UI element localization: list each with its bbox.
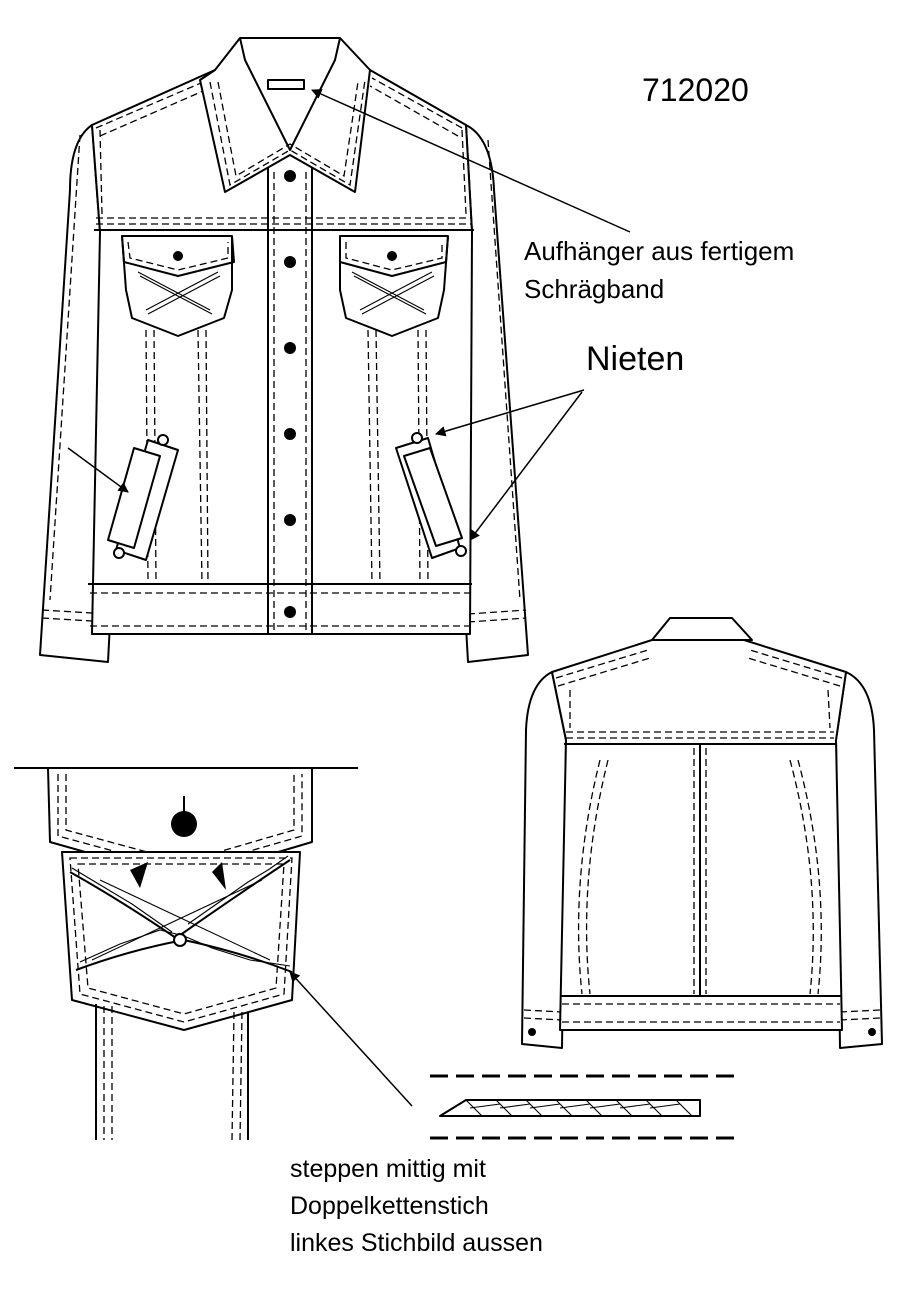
front-right-chest-pocket bbox=[339, 235, 449, 337]
double-chain-stitch-diagram bbox=[430, 1074, 736, 1140]
style-number: 712020 bbox=[642, 72, 749, 108]
back-view-jacket bbox=[521, 617, 883, 1049]
back-right-sleeve bbox=[835, 671, 883, 1049]
hanger-callout-line1: Aufhänger aus fertigem bbox=[524, 236, 795, 266]
stitch-note-line1: steppen mittig mit bbox=[290, 1155, 486, 1183]
hanger-loop bbox=[267, 79, 305, 90]
stitch-note-line2: Doppelkettenstich bbox=[290, 1192, 489, 1220]
front-view-jacket bbox=[39, 37, 529, 663]
pocket-detail-view bbox=[14, 767, 358, 1141]
back-left-sleeve bbox=[521, 671, 567, 1049]
stitch-note-line3: linkes Stichbild aussen bbox=[290, 1229, 543, 1257]
callout-leader-lines bbox=[67, 89, 631, 1107]
front-left-chest-pocket bbox=[121, 235, 235, 337]
hanger-callout-line2: Schrägband bbox=[524, 274, 665, 304]
front-left-hand-pocket bbox=[107, 434, 179, 561]
back-collar bbox=[651, 617, 753, 641]
front-right-hand-pocket bbox=[395, 432, 467, 559]
front-buttons bbox=[284, 170, 296, 618]
rivets-callout: Nieten bbox=[586, 340, 685, 378]
